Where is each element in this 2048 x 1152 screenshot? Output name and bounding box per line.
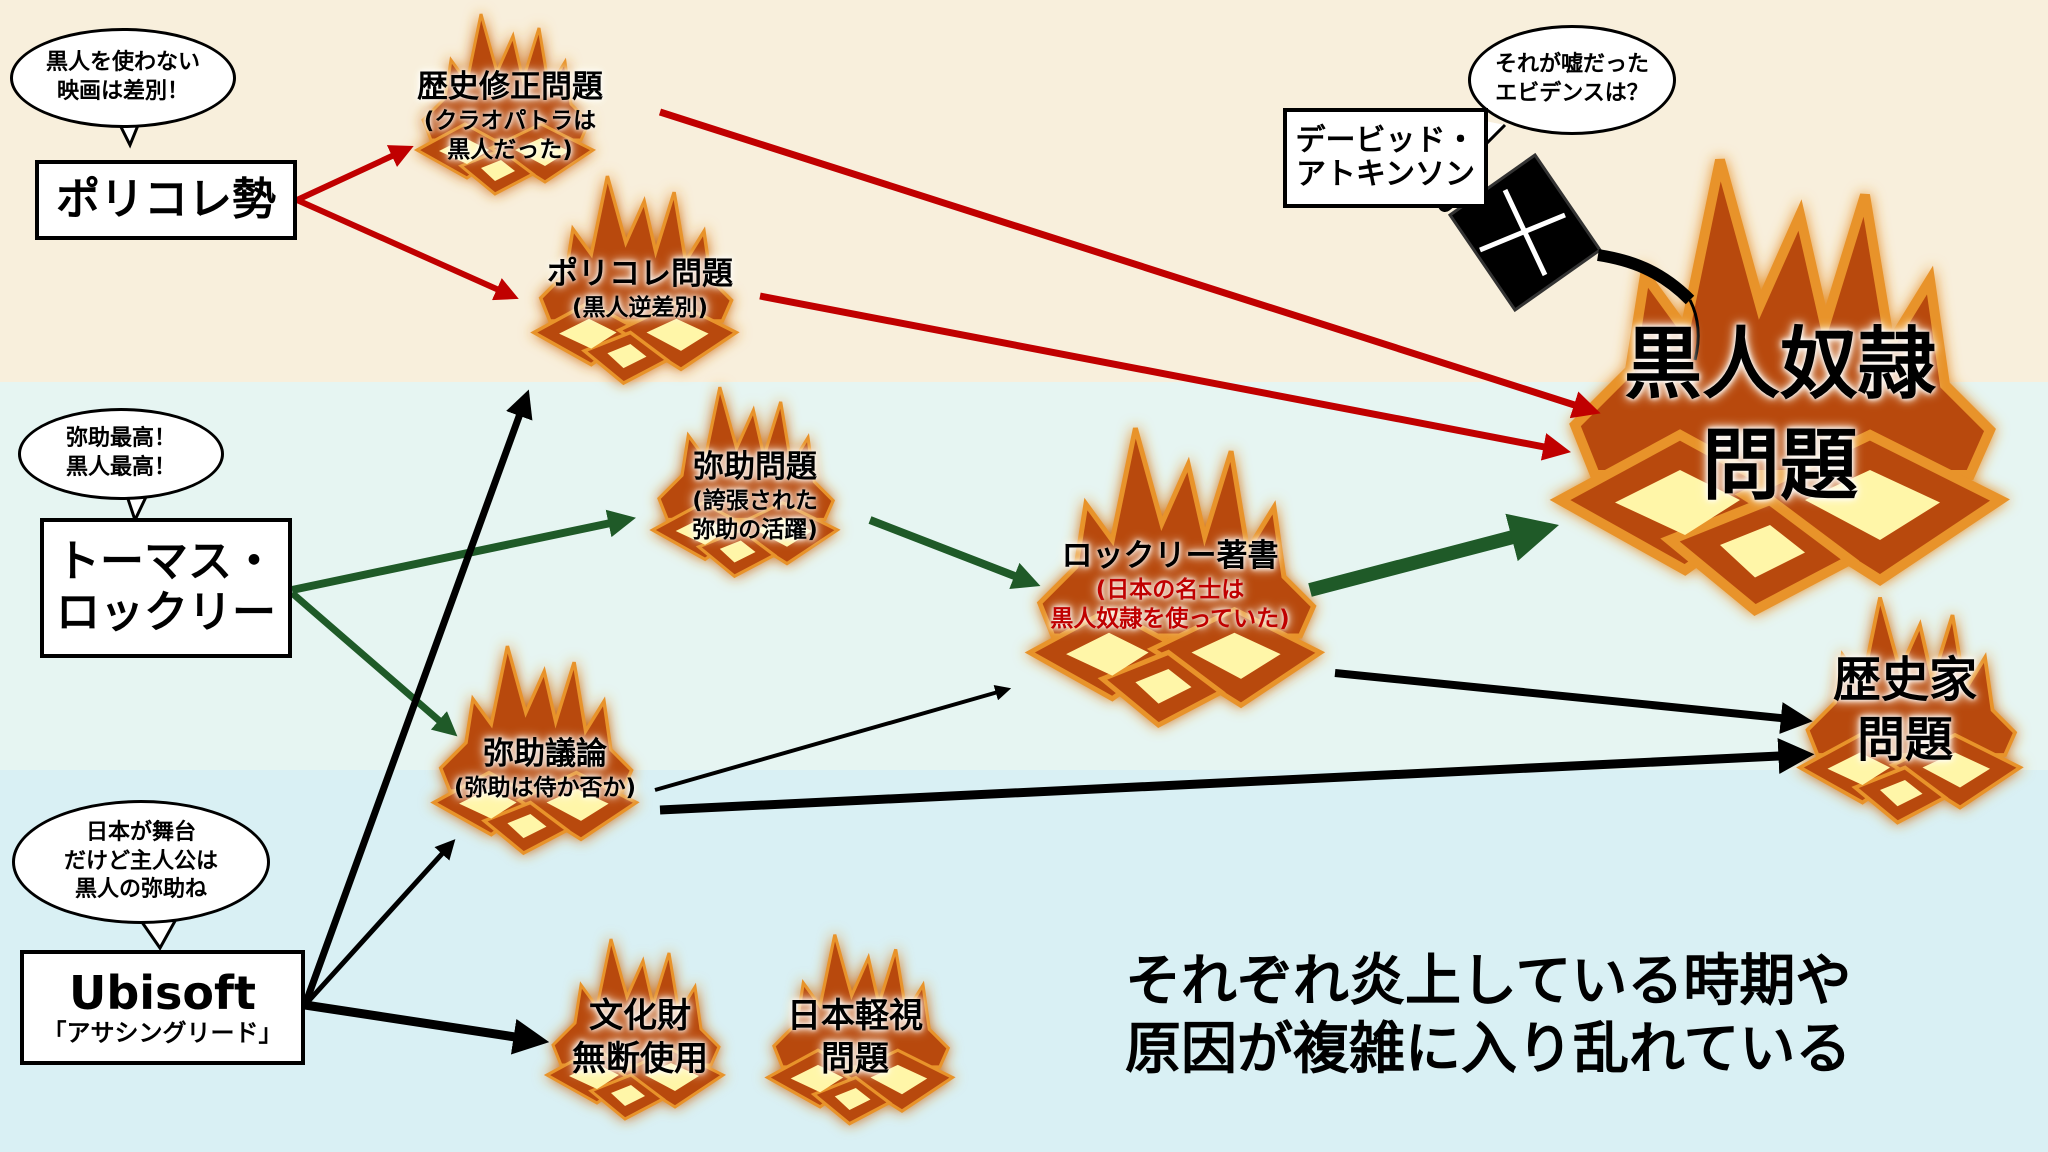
fire-label-yasuke-giron: 弥助議論 (弥助は侍か否か) bbox=[453, 736, 637, 801]
arrow-ubisoft-to-bunkazai bbox=[304, 1000, 550, 1055]
speech-bubble-lockley: 弥助最高！ 黒人最高！ bbox=[18, 408, 224, 500]
background-band-bottom bbox=[0, 770, 2048, 1152]
actor-box-atkinson: デービッド・ アトキンソン bbox=[1283, 108, 1488, 208]
arrow-polikore-mondai-to-dorei bbox=[759, 292, 1571, 461]
actor-box-ubisoft: Ubisoft 「アサシングリード」 bbox=[20, 950, 305, 1065]
fire-label-rekishika: 歴史家 問題 bbox=[1832, 652, 1978, 768]
fire-label-rekishi: 歴史修正問題 (クラオパトラは 黒人だった) bbox=[417, 69, 603, 163]
arrows bbox=[289, 108, 1815, 1055]
arrow-lockley-to-yasuke-giron bbox=[289, 590, 458, 737]
fire-label-lockley-book: ロックリー著書 (日本の名士は 黒人奴隷を使っていた) bbox=[1050, 538, 1290, 632]
arrow-polikore-to-polikore-mondai bbox=[295, 197, 519, 301]
actor-box-polikore: ポリコレ勢 bbox=[35, 160, 297, 240]
speech-bubble-ubisoft: 日本が舞台 だけど主人公は 黒人の弥助ね bbox=[12, 800, 270, 924]
arrow-yasuke-mondai-to-lockley-book bbox=[868, 516, 1041, 589]
arrow-polikore-to-rekishi bbox=[295, 145, 414, 203]
speech-bubble-polikore: 黒人を使わない 映画は差別！ bbox=[10, 28, 236, 128]
fire-label-bunkazai: 文化財 無断使用 bbox=[572, 996, 708, 1079]
arrow-ubisoft-to-yasuke-giron bbox=[303, 839, 456, 1007]
speech-bubble-atkinson: それが嘘だった エビデンスは？ bbox=[1468, 25, 1676, 135]
fire-label-yasuke-mondai: 弥助問題 (誇張された 弥助の活躍) bbox=[692, 449, 818, 543]
arrow-lockley-book-to-rekishika bbox=[1334, 669, 1813, 734]
arrow-yasuke-giron-to-lockley-book bbox=[654, 684, 1012, 792]
arrow-lockley-book-to-dorei bbox=[1308, 513, 1559, 597]
fire-label-polikore-mondai: ポリコレ問題 (黒人逆差別) bbox=[547, 256, 733, 321]
arrow-lockley-to-yasuke-mondai bbox=[291, 509, 636, 594]
fire-label-keishi: 日本軽視 問題 bbox=[787, 996, 923, 1079]
arrow-rekishi-to-dorei bbox=[658, 108, 1601, 419]
arrow-yasuke-giron-to-rekishika bbox=[659, 738, 1815, 815]
caption: それぞれ炎上している時期や 原因が複雑に入り乱れている bbox=[1125, 949, 1852, 1083]
fire-label-kokujin-dorei: 黒人奴隷 問題 bbox=[1623, 320, 1937, 512]
arrow-ubisoft-to-polikore-mondai bbox=[301, 389, 533, 1007]
actor-box-lockley: トーマス・ ロックリー bbox=[40, 518, 292, 658]
